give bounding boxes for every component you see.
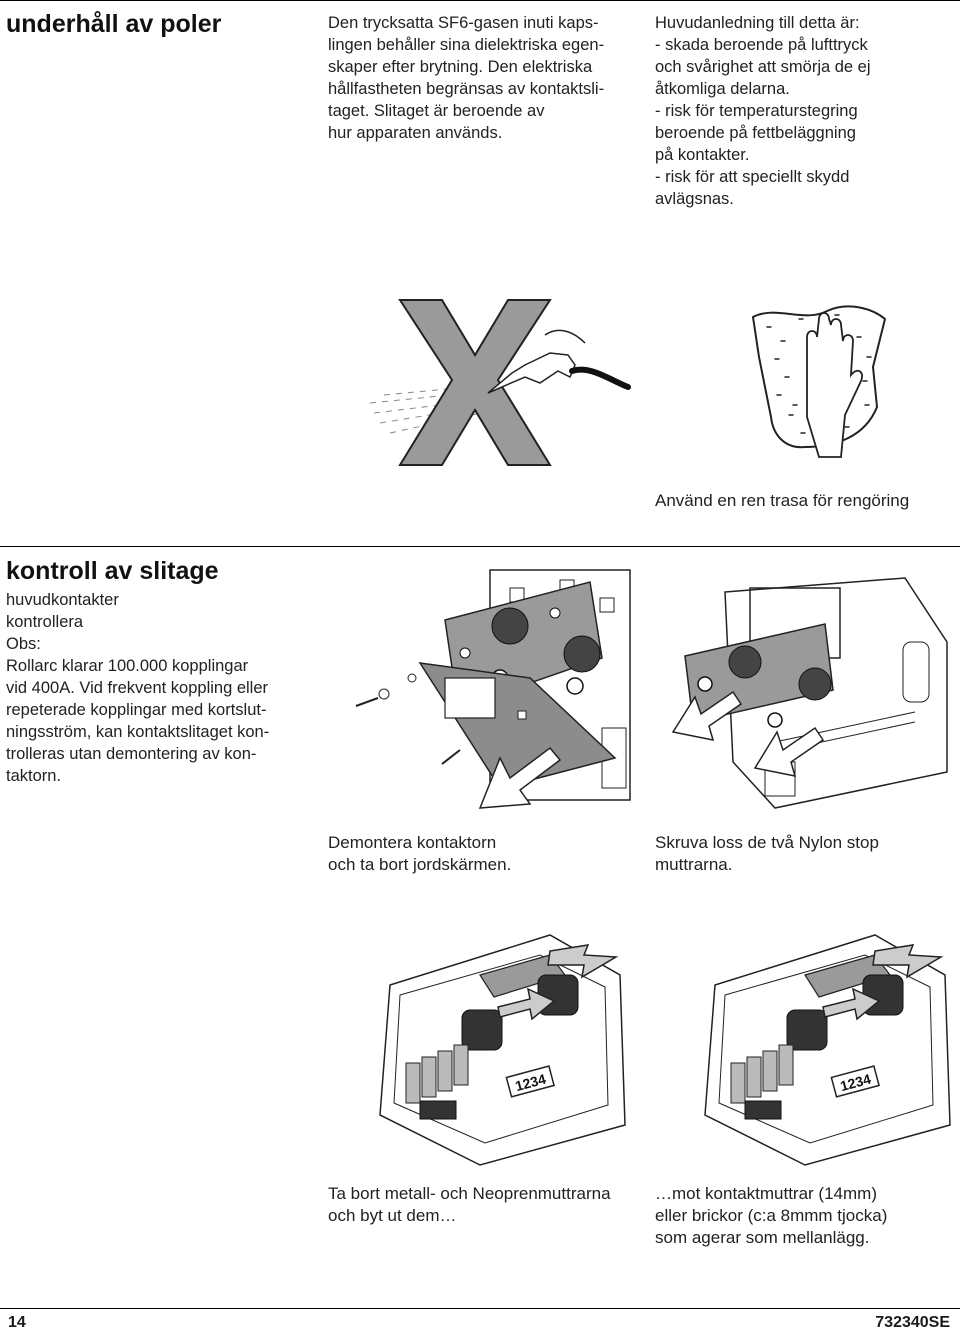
- no-compressed-air-illustration: [369, 299, 631, 466]
- section-title-maintenance: underhåll av poler: [6, 10, 222, 38]
- part-label-1234: 1234: [513, 1071, 547, 1095]
- arrow-icon: [872, 944, 944, 979]
- text-line: eller brickor (c:a 8mmm tjocka): [655, 1206, 888, 1225]
- text-line: trolleras utan demontering av kon-: [6, 745, 257, 763]
- text-line: avlägsnas.: [655, 190, 734, 208]
- earth-shield-removal-illustration: [355, 569, 631, 809]
- nylon-nuts-illustration: [671, 577, 948, 809]
- hand-with-nozzle-icon: [487, 352, 576, 394]
- text-line: Demontera kontaktorn: [328, 833, 497, 852]
- intro-paragraph: Den trycksatta SF6-gasen inuti kaps- lin…: [328, 12, 604, 144]
- arrow-icon: [497, 987, 556, 1021]
- page-number: 14: [8, 1314, 26, 1331]
- cross-mark-icon: [398, 299, 552, 466]
- replace-nuts-illustration: 1234: [379, 934, 626, 1166]
- text-line: Huvudanledning till detta är:: [655, 14, 860, 32]
- text-line: åtkomliga delarna.: [655, 80, 790, 98]
- text-line: ningsström, kan kontaktslitaget kon-: [6, 723, 270, 741]
- text-line: Obs:: [6, 635, 41, 653]
- text-line: på kontakter.: [655, 146, 750, 164]
- text-line: och byt ut dem…: [328, 1206, 457, 1225]
- text-line: muttrarna.: [655, 855, 733, 874]
- text-line: - risk för att speciellt skydd: [655, 168, 850, 186]
- text-line: Skruva loss de två Nylon stop: [655, 833, 879, 852]
- causes-paragraph: Huvudanledning till detta är: - skada be…: [655, 12, 871, 210]
- text-line: hur apparaten används.: [328, 124, 503, 142]
- footer-rule: [0, 1308, 960, 1309]
- text-line: Ta bort metall- och Neoprenmuttrarna: [328, 1184, 611, 1203]
- wear-check-paragraph: huvudkontakter kontrollera Obs: Rollarc …: [6, 589, 269, 787]
- text-line: taktorn.: [6, 767, 62, 785]
- text-line: …mot kontaktmuttrar (14mm): [655, 1184, 877, 1203]
- text-line: kontrollera: [6, 613, 84, 631]
- text-line: - risk för temperaturstegring: [655, 102, 858, 120]
- text-line: som agerar som mellanlägg.: [655, 1228, 870, 1247]
- caption-contact-nuts: …mot kontaktmuttrar (14mm) eller brickor…: [655, 1183, 887, 1249]
- arrow-icon: [822, 987, 881, 1021]
- contact-nuts-illustration: 1234: [704, 934, 951, 1166]
- arrow-icon: [753, 726, 825, 777]
- hand-icon: [806, 312, 863, 458]
- text-line: huvudkontakter: [6, 591, 119, 609]
- cleaning-rag-illustration: [751, 305, 887, 458]
- text-line: lingen behåller sina dielektriska egen-: [328, 36, 605, 54]
- part-label-1234: 1234: [838, 1071, 872, 1095]
- caption-remove-contactor: Demontera kontaktorn och ta bort jordskä…: [328, 832, 511, 876]
- document-code: 732340SE: [875, 1314, 950, 1331]
- cleaning-caption: Använd en ren trasa för rengöring: [655, 491, 910, 510]
- text-line: taget. Slitaget är beroende av: [328, 102, 545, 120]
- text-line: Rollarc klarar 100.000 kopplingar: [6, 657, 249, 675]
- arrow-icon: [671, 690, 743, 741]
- arrow-icon: [547, 944, 619, 979]
- text-line: beroende på fettbeläggning: [655, 124, 856, 142]
- arrow-icon: [478, 746, 562, 809]
- caption-replace-nuts: Ta bort metall- och Neoprenmuttrarna och…: [328, 1183, 611, 1227]
- section-rule: [0, 546, 960, 547]
- text-line: repeterade kopplingar med kortslut-: [6, 701, 267, 719]
- text-line: skaper efter brytning. Den elektriska: [328, 58, 593, 76]
- text-line: och svårighet att smörja de ej: [655, 58, 871, 76]
- top-rule: [0, 0, 960, 1]
- text-line: hållfastheten begränsas av kontaktsli-: [328, 80, 605, 98]
- text-line: - skada beroende på lufttryck: [655, 36, 868, 54]
- section-title-wear-check: kontroll av slitage: [6, 557, 219, 585]
- caption-unscrew-nuts: Skruva loss de två Nylon stop muttrarna.: [655, 832, 879, 876]
- text-line: och ta bort jordskärmen.: [328, 855, 512, 874]
- text-line: vid 400A. Vid frekvent koppling eller: [6, 679, 269, 697]
- text-line: Den trycksatta SF6-gasen inuti kaps-: [328, 14, 599, 32]
